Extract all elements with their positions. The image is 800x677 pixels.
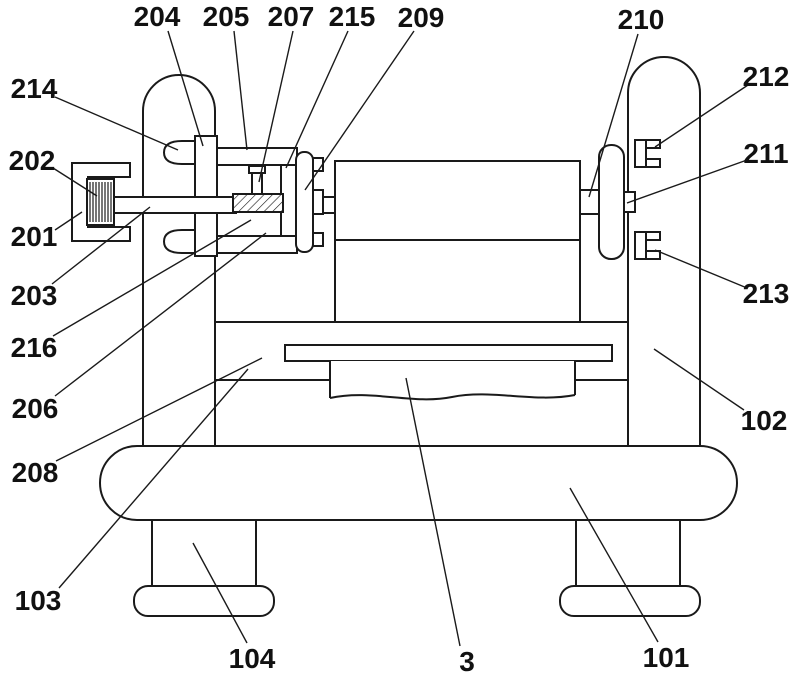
ref-label-209: 209 bbox=[398, 2, 445, 33]
leader-211 bbox=[626, 159, 748, 204]
ref-label-103: 103 bbox=[15, 585, 62, 616]
leader-3 bbox=[405, 377, 461, 647]
leader-214 bbox=[54, 96, 179, 151]
right-disc bbox=[598, 144, 625, 260]
ref-label-3: 3 bbox=[459, 646, 475, 677]
ref-label-206: 206 bbox=[12, 393, 59, 424]
ref-label-213: 213 bbox=[743, 278, 790, 309]
leader-215 bbox=[285, 30, 349, 169]
leader-208 bbox=[55, 357, 263, 462]
ref-label-202: 202 bbox=[9, 145, 56, 176]
ref-label-101: 101 bbox=[643, 642, 690, 673]
leader-205 bbox=[233, 30, 248, 151]
ref-label-211: 211 bbox=[743, 138, 788, 169]
roller-housing bbox=[334, 160, 581, 323]
motor-body bbox=[86, 178, 115, 226]
clamp-finger-bottom bbox=[162, 229, 201, 254]
reference-labels: 204 205 207 215 209 210 214 212 202 211 … bbox=[9, 1, 790, 677]
left-pillar bbox=[142, 74, 216, 446]
flange-coupling bbox=[312, 189, 324, 215]
leader-212 bbox=[654, 84, 749, 148]
leader-216 bbox=[52, 219, 252, 337]
ref-label-204: 204 bbox=[134, 1, 181, 32]
leader-210 bbox=[588, 33, 639, 198]
leader-213 bbox=[654, 249, 748, 289]
ref-label-201: 201 bbox=[11, 221, 58, 252]
ref-label-215: 215 bbox=[329, 1, 376, 32]
clamp-finger-top bbox=[162, 140, 201, 165]
ref-label-207: 207 bbox=[268, 1, 315, 32]
leader-101 bbox=[569, 487, 659, 643]
sheet-wavy-edge bbox=[329, 393, 576, 401]
tray-plate bbox=[284, 344, 613, 362]
leader-102 bbox=[653, 348, 745, 411]
clamp-frame-bottom-bar bbox=[216, 235, 298, 254]
clamp-frame-top-bar bbox=[216, 147, 298, 166]
flange-tab-top bbox=[312, 157, 324, 172]
leader-209 bbox=[304, 30, 415, 191]
ref-label-205: 205 bbox=[203, 1, 250, 32]
motor-grille bbox=[89, 182, 112, 222]
ref-label-203: 203 bbox=[11, 280, 58, 311]
base bbox=[99, 445, 738, 521]
drive-shaft bbox=[113, 196, 237, 214]
clip-top bbox=[634, 139, 661, 168]
screw-handle-stem bbox=[251, 172, 263, 195]
leader-206 bbox=[54, 232, 267, 397]
sheet-fill bbox=[330, 361, 575, 400]
leader-103 bbox=[58, 368, 249, 589]
clip-bottom bbox=[634, 231, 661, 260]
ref-label-208: 208 bbox=[12, 457, 59, 488]
chuck-flange bbox=[295, 151, 314, 253]
lead-screw bbox=[232, 193, 284, 213]
ref-label-104: 104 bbox=[229, 643, 276, 674]
right-foot-plate bbox=[559, 585, 701, 617]
leader-201 bbox=[54, 211, 83, 231]
ref-label-212: 212 bbox=[743, 61, 790, 92]
ref-label-216: 216 bbox=[11, 332, 58, 363]
leader-204 bbox=[167, 30, 204, 147]
left-foot-plate bbox=[133, 585, 275, 617]
flange-tab-bottom bbox=[312, 232, 324, 247]
ref-label-102: 102 bbox=[741, 405, 788, 436]
ref-label-210: 210 bbox=[618, 4, 665, 35]
leader-202 bbox=[52, 167, 98, 197]
leader-lines bbox=[51, 30, 749, 647]
leader-203 bbox=[51, 206, 151, 285]
leader-104 bbox=[192, 542, 248, 644]
leader-207 bbox=[258, 30, 294, 183]
ref-label-214: 214 bbox=[11, 73, 58, 104]
